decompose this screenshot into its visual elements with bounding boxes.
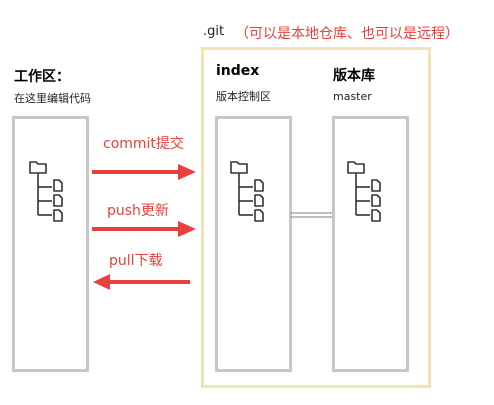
repository-subtitle: master	[333, 90, 372, 103]
pull-arrow-head	[93, 274, 110, 290]
git-repository-frame	[201, 47, 431, 388]
working-tree-panel	[12, 116, 89, 372]
index-title: index	[216, 63, 260, 79]
git-note: （可以是本地仓库、也可以是远程）	[235, 26, 459, 42]
index-subtitle: 版本控制区	[216, 90, 271, 103]
push-label: push更新	[107, 203, 169, 219]
working-tree-title: 工作区：	[14, 69, 70, 85]
push-arrow-head	[178, 221, 196, 237]
git-label: .git	[203, 24, 225, 39]
working-tree-subtitle: 在这里编辑代码	[14, 92, 91, 105]
repository-title: 版本库	[333, 68, 375, 84]
pull-label: pull下载	[109, 253, 163, 269]
index-panel	[215, 116, 292, 372]
folder-tree-icon	[347, 161, 381, 222]
pull-arrow	[93, 274, 190, 290]
commit-label: commit提交	[103, 136, 184, 152]
repository-panel	[332, 116, 409, 372]
folder-tree-icon	[29, 161, 63, 222]
folder-tree-icon	[230, 161, 264, 222]
index-repo-connector	[290, 212, 332, 218]
commit-arrow-head	[178, 164, 196, 180]
commit-arrow	[92, 164, 196, 180]
push-arrow	[92, 221, 196, 237]
